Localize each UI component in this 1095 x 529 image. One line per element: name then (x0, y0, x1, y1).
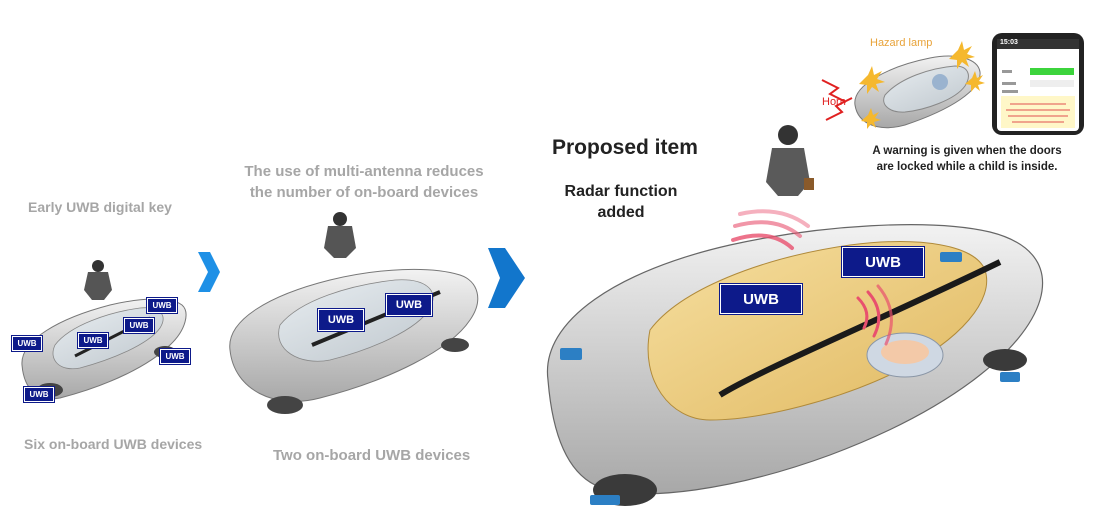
panel2-title-line2: the number of on-board devices (249, 184, 479, 201)
panel3-subheading: Radar function added (555, 181, 687, 223)
uwb-device-8: UWB (386, 294, 432, 316)
uwb-device-10: UWB (842, 247, 924, 277)
warning-text-line1: A warning is given when the doors (872, 145, 1062, 157)
panel3-subheading-line2: added (597, 204, 645, 221)
radar-waves-outside (731, 209, 810, 250)
person-icon-1 (84, 260, 112, 300)
arrow-icon-1 (198, 252, 220, 292)
warning-text-line2: are locked while a child is inside. (876, 161, 1058, 173)
panel2-title-line1: The use of multi-antenna reduces (244, 163, 484, 180)
uwb-device-5: UWB (160, 349, 190, 364)
person-icon-2 (324, 212, 356, 258)
radar-waves-inside (856, 284, 893, 346)
hazard-lamp-icon (859, 41, 985, 129)
uwb-device-1: UWB (12, 336, 42, 351)
panel1-title: Early UWB digital key (28, 199, 172, 215)
panel1-caption: Six on-board UWB devices (24, 436, 203, 452)
phone-illustration (992, 33, 1084, 135)
alert-car-illustration (854, 55, 981, 129)
arrow-icon-2 (488, 248, 525, 308)
uwb-device-7: UWB (318, 309, 364, 331)
hazard-lamp-label: Hazard lamp (870, 37, 933, 49)
medium-car-illustration (229, 268, 479, 414)
horn-icon (821, 79, 853, 121)
person-icon-3 (766, 125, 814, 196)
horn-label: Horn (822, 96, 846, 108)
large-car-illustration (546, 224, 1044, 506)
warning-text: A warning is given when the doors are lo… (852, 143, 1082, 175)
panel2-caption: Two on-board UWB devices (273, 447, 471, 464)
uwb-device-3: UWB (124, 318, 154, 333)
uwb-device-4: UWB (78, 333, 108, 348)
panel3-heading: Proposed item (552, 136, 698, 159)
uwb-device-9: UWB (720, 284, 802, 314)
phone-time: 15:03 (1000, 39, 1018, 46)
panel3-subheading-line1: Radar function (564, 183, 678, 200)
uwb-device-6: UWB (24, 387, 54, 402)
panel2-title: The use of multi-antenna reduces the num… (236, 161, 492, 203)
uwb-device-2: UWB (147, 298, 177, 313)
